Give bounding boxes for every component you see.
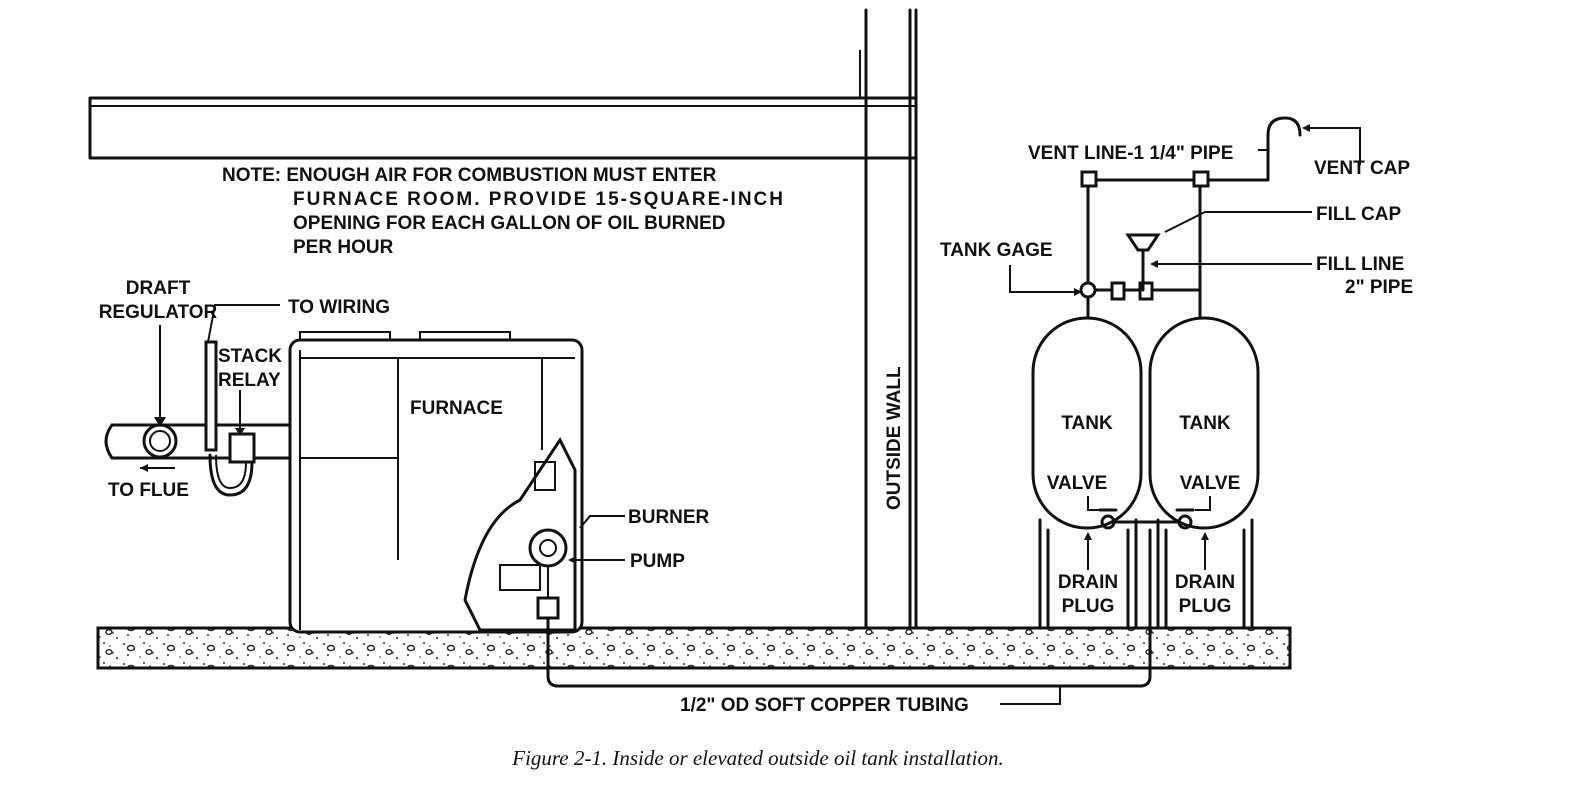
label-vent-line: VENT LINE-1 1/4" PIPE (1028, 143, 1233, 164)
ceiling-beam (88, 96, 918, 160)
label-copper-tubing: 1/2" OD SOFT COPPER TUBING (680, 695, 969, 716)
outside-wall (859, 8, 918, 632)
oil-tanks (1031, 316, 1260, 630)
label-fill-line: FILL LINE (1316, 254, 1404, 275)
copper-tubing (546, 528, 1152, 688)
label-pump: PUMP (630, 551, 685, 572)
label-furnace: FURNACE (410, 398, 503, 419)
label-relay: RELAY (218, 370, 281, 391)
note-line-4: PER HOUR (293, 237, 394, 258)
label-valve-right: VALVE (1180, 473, 1241, 494)
label-plug-left: PLUG (1062, 596, 1115, 617)
label-plug-right: PLUG (1179, 596, 1232, 617)
label-tank-right: TANK (1179, 413, 1231, 434)
leader-lines (140, 124, 1361, 705)
label-tank-gage: TANK GAGE (940, 240, 1053, 261)
note-line-3: OPENING FOR EACH GALLON OF OIL BURNED (293, 213, 725, 234)
label-valve-left: VALVE (1047, 473, 1108, 494)
tank-piping (1079, 116, 1302, 320)
label-outside-wall: OUTSIDE WALL (884, 366, 905, 510)
label-to-flue: TO FLUE (108, 480, 189, 501)
label-to-wiring: TO WIRING (288, 297, 390, 318)
label-drain-left: DRAIN (1058, 572, 1118, 593)
label-fill-cap: FILL CAP (1316, 204, 1401, 225)
label-burner: BURNER (628, 507, 710, 528)
label-draft: DRAFT (126, 278, 191, 299)
label-drain-right: DRAIN (1175, 572, 1235, 593)
label-vent-cap: VENT CAP (1314, 158, 1410, 179)
label-stack: STACK (218, 346, 282, 367)
label-fill-pipe-size: 2" PIPE (1345, 277, 1413, 298)
concrete-floor (96, 626, 1292, 670)
label-regulator: REGULATOR (99, 302, 218, 323)
combustion-note: NOTE: ENOUGH AIR FOR COMBUSTION MUST ENT… (222, 165, 783, 258)
note-line-2: FURNACE ROOM. PROVIDE 15-SQUARE-INCH (293, 189, 783, 210)
figure-caption: Figure 2-1. Inside or elevated outside o… (511, 746, 1003, 770)
label-tank-left: TANK (1061, 413, 1113, 434)
furnace (288, 331, 584, 634)
note-line-1: NOTE: ENOUGH AIR FOR COMBUSTION MUST ENT… (222, 165, 717, 186)
